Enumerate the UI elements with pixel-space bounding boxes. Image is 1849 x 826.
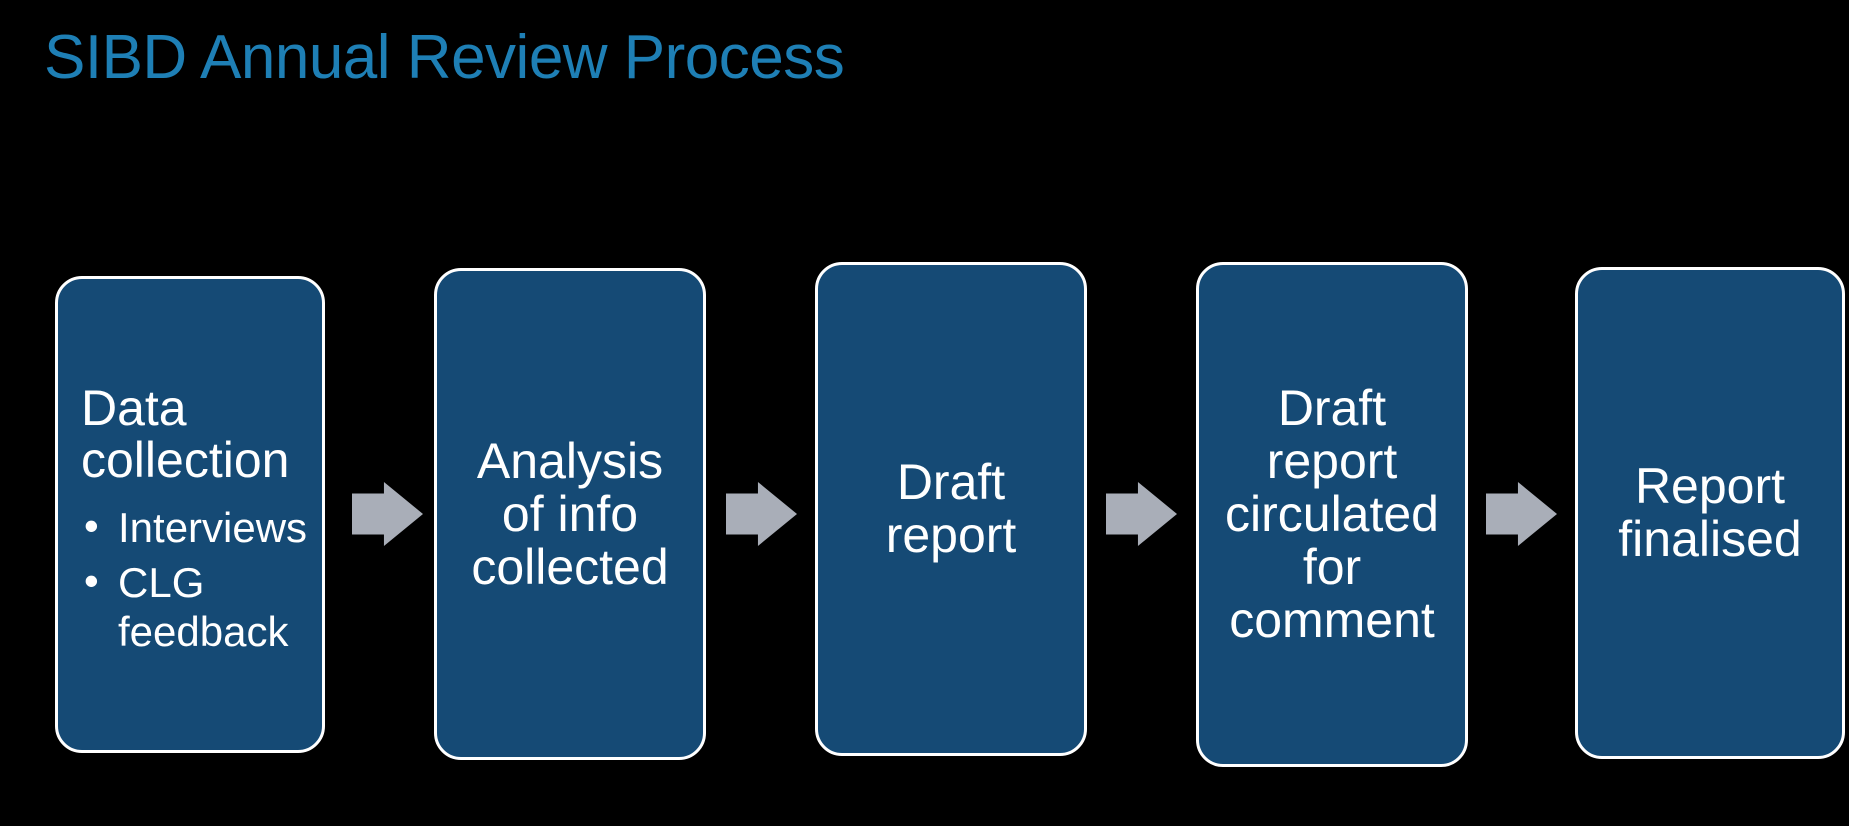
process-step-draft-report: Draft report [815,262,1087,756]
bullet-item: Interviews [81,502,308,552]
process-step-data-collection: Data collection Interviews CLG feedback [55,276,325,753]
step-label: Draft report [885,454,1017,563]
arrow-right-icon [1106,482,1177,546]
step-heading: Data collection [81,380,290,488]
arrow-right-icon [1486,482,1557,546]
arrow-right-icon [726,482,797,546]
slide-title: SIBD Annual Review Process [44,23,845,92]
step-bullet-list: Interviews CLG feedback [81,502,308,656]
bullet-item: CLG feedback [81,557,308,656]
step-label: Report finalised [1618,458,1802,567]
process-step-report-finalised: Report finalised [1575,267,1845,759]
arrow-right-icon [352,482,423,546]
step-label: Analysis of info collected [471,432,669,595]
step-label: Draft report circulated for comment [1225,380,1439,648]
process-step-draft-circulated: Draft report circulated for comment [1196,262,1468,767]
process-step-analysis: Analysis of info collected [434,268,706,760]
